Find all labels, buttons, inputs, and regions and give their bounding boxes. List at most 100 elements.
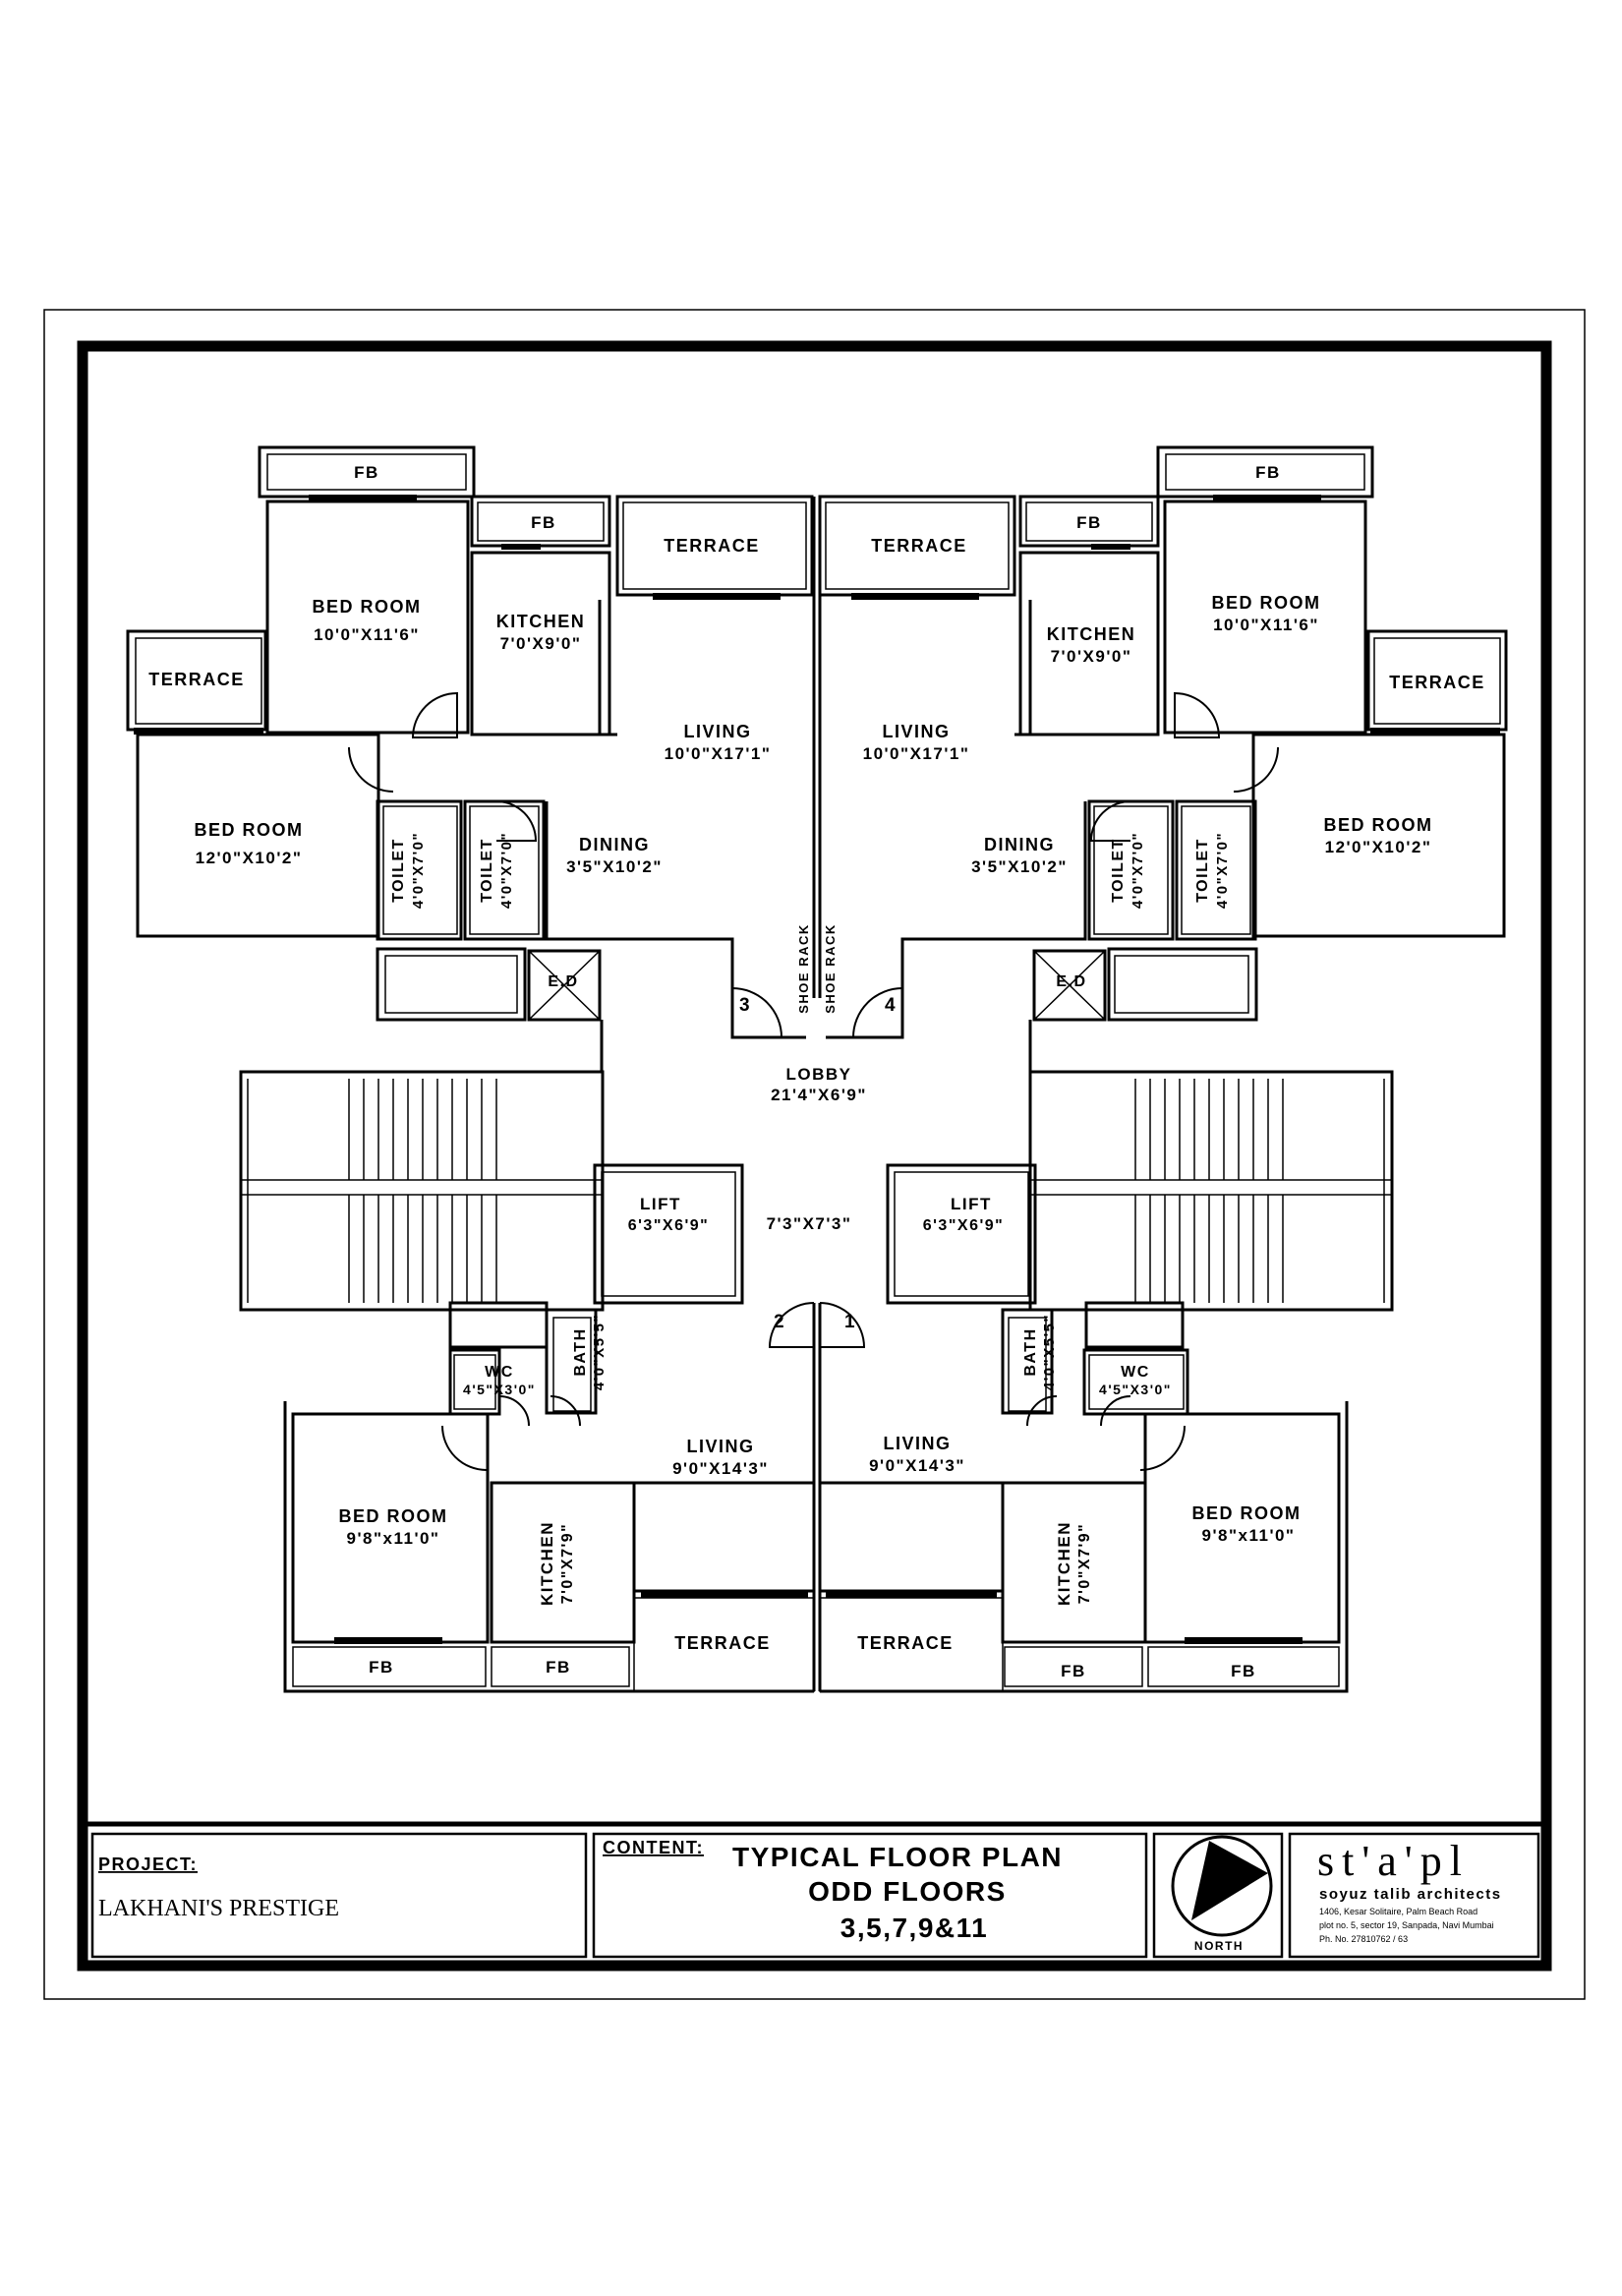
fb-label: FB bbox=[1231, 1662, 1256, 1680]
bed-room-label: BED ROOM bbox=[339, 1506, 448, 1526]
fb-label: FB bbox=[1076, 513, 1102, 532]
wc-dim: 4'5"X3'0" bbox=[463, 1382, 536, 1397]
shoe-rack-label: SHOE RACK bbox=[823, 923, 838, 1014]
kitchen-label: KITCHEN bbox=[538, 1521, 556, 1606]
lobby-label: LOBBY bbox=[786, 1065, 852, 1084]
kitchen-dim: 7'0"X7'9" bbox=[559, 1523, 576, 1605]
flat-1 bbox=[818, 1301, 1349, 1693]
kitchen-label: KITCHEN bbox=[496, 612, 586, 631]
terrace-label: TERRACE bbox=[1389, 673, 1485, 692]
wc-label: WC bbox=[485, 1364, 514, 1381]
toilet-label: TOILET bbox=[390, 838, 407, 903]
room-labels: FB FB TERRACE BED ROOM 10'0"X11'6" KITCH… bbox=[148, 463, 1485, 1680]
kitchen-label: KITCHEN bbox=[1055, 1521, 1073, 1606]
kitchen-dim: 7'0'X9'0" bbox=[500, 634, 582, 653]
toilet-dim: 4'0"X7'0" bbox=[410, 832, 427, 909]
dining-dim: 3'5"X10'2" bbox=[971, 857, 1068, 876]
project-name: LAKHANI'S PRESTIGE bbox=[98, 1896, 339, 1921]
living-label: LIVING bbox=[883, 1434, 951, 1453]
flat-number-2: 2 bbox=[774, 1312, 785, 1332]
living-dim: 9'0"X14'3" bbox=[869, 1456, 965, 1475]
content-label: CONTENT: bbox=[603, 1838, 704, 1857]
fb-label: FB bbox=[546, 1658, 571, 1677]
firm-address-line2: plot no. 5, sector 19, Sanpada, Navi Mum… bbox=[1319, 1920, 1494, 1930]
lift-dim: 6'3"X6'9" bbox=[628, 1217, 710, 1234]
toilet-dim: 4'0"X7'0" bbox=[498, 832, 515, 909]
bed-room-dim: 12'0"X10'2" bbox=[1325, 838, 1432, 856]
bed-room-dim: 9'8"x11'0" bbox=[347, 1529, 440, 1548]
living-label: LIVING bbox=[882, 722, 950, 741]
north-arrow-icon bbox=[1171, 1835, 1273, 1937]
fb-label: FB bbox=[531, 513, 556, 532]
terrace-label: TERRACE bbox=[148, 670, 245, 689]
bed-room-label: BED ROOM bbox=[195, 820, 304, 840]
terrace-label: TERRACE bbox=[857, 1633, 954, 1653]
floor-plan: FB FB TERRACE BED ROOM 10'0"X11'6" KITCH… bbox=[126, 445, 1508, 1693]
lift-label: LIFT bbox=[640, 1195, 681, 1213]
bed-room-label: BED ROOM bbox=[313, 597, 422, 617]
toilet-dim: 4'0"X7'0" bbox=[1130, 832, 1146, 909]
bath-dim: 4'0"X5'5" bbox=[591, 1314, 608, 1390]
bath-dim: 4'0"X5'5" bbox=[1041, 1314, 1058, 1390]
kitchen-label: KITCHEN bbox=[1047, 624, 1136, 644]
flat-number-4: 4 bbox=[885, 995, 897, 1016]
wc-label: WC bbox=[1121, 1364, 1150, 1381]
bed-room-dim: 12'0"X10'2" bbox=[196, 849, 303, 867]
flat-number-3: 3 bbox=[739, 995, 751, 1016]
living-label: LIVING bbox=[683, 722, 751, 741]
kitchen-dim: 7'0'X9'0" bbox=[1051, 647, 1132, 666]
lobby-dim: 21'4"X6'9" bbox=[771, 1086, 867, 1104]
lift-label: LIFT bbox=[951, 1195, 992, 1213]
outer-border bbox=[43, 309, 1586, 2000]
terrace-label: TERRACE bbox=[664, 536, 760, 556]
north-label: NORTH bbox=[1194, 1939, 1244, 1953]
drawing-title-line2: ODD FLOORS bbox=[808, 1876, 1007, 1907]
bed-room-label: BED ROOM bbox=[1324, 815, 1433, 835]
dining-dim: 3'5"X10'2" bbox=[566, 857, 663, 876]
firm-logo: st'a'pl bbox=[1317, 1837, 1470, 1885]
title-block: PROJECT: LAKHANI'S PRESTIGE CONTENT: TYP… bbox=[83, 1821, 1546, 1959]
living-dim: 10'0"X17'1" bbox=[665, 744, 772, 763]
firm-address-line1: 1406, Kesar Solitaire, Palm Beach Road bbox=[1319, 1907, 1477, 1916]
core bbox=[239, 1020, 1394, 1348]
toilet-label: TOILET bbox=[479, 838, 495, 903]
flat-3 bbox=[126, 445, 814, 1039]
fb-label: FB bbox=[369, 1658, 394, 1677]
wc-dim: 4'5"X3'0" bbox=[1099, 1382, 1172, 1397]
bath-label: BATH bbox=[572, 1327, 589, 1376]
bed-room-label: BED ROOM bbox=[1212, 593, 1321, 613]
dining-label: DINING bbox=[579, 835, 650, 854]
toilet-label: TOILET bbox=[1194, 838, 1211, 903]
project-label: PROJECT: bbox=[98, 1854, 198, 1874]
drawing-title-line3: 3,5,7,9&11 bbox=[840, 1913, 988, 1943]
flat-number-1: 1 bbox=[844, 1312, 856, 1332]
kitchen-dim: 7'0"X7'9" bbox=[1076, 1523, 1093, 1605]
ed-label: E.D bbox=[1056, 973, 1086, 990]
bed-room-dim: 10'0"X11'6" bbox=[314, 625, 420, 644]
fb-label: FB bbox=[1255, 463, 1281, 482]
toilet-dim: 4'0"X7'0" bbox=[1214, 832, 1231, 909]
bed-room-label: BED ROOM bbox=[1192, 1503, 1302, 1523]
flat-2 bbox=[283, 1301, 816, 1693]
fb-label: FB bbox=[1061, 1662, 1086, 1680]
toilet-label: TOILET bbox=[1110, 838, 1127, 903]
bath-label: BATH bbox=[1022, 1327, 1039, 1376]
lift-dim: 6'3"X6'9" bbox=[923, 1217, 1005, 1234]
firm-name: soyuz talib architects bbox=[1319, 1886, 1502, 1903]
bed-room-dim: 9'8"x11'0" bbox=[1202, 1526, 1296, 1545]
terrace-label: TERRACE bbox=[871, 536, 967, 556]
dining-label: DINING bbox=[984, 835, 1055, 854]
fb-label: FB bbox=[354, 463, 379, 482]
firm-phone: Ph. No. 27810762 / 63 bbox=[1319, 1934, 1408, 1944]
flat-4 bbox=[818, 445, 1508, 1039]
terrace-label: TERRACE bbox=[674, 1633, 771, 1653]
ed-label: E.D bbox=[548, 973, 578, 990]
shoe-rack-label: SHOE RACK bbox=[796, 923, 811, 1014]
drawing-title-line1: TYPICAL FLOOR PLAN bbox=[732, 1842, 1063, 1872]
passage-dim: 7'3"X7'3" bbox=[767, 1214, 852, 1233]
bed-room-dim: 10'0"X11'6" bbox=[1213, 616, 1319, 634]
drawing-frame bbox=[77, 340, 1552, 1972]
living-dim: 9'0"X14'3" bbox=[672, 1459, 769, 1478]
living-label: LIVING bbox=[686, 1437, 754, 1456]
